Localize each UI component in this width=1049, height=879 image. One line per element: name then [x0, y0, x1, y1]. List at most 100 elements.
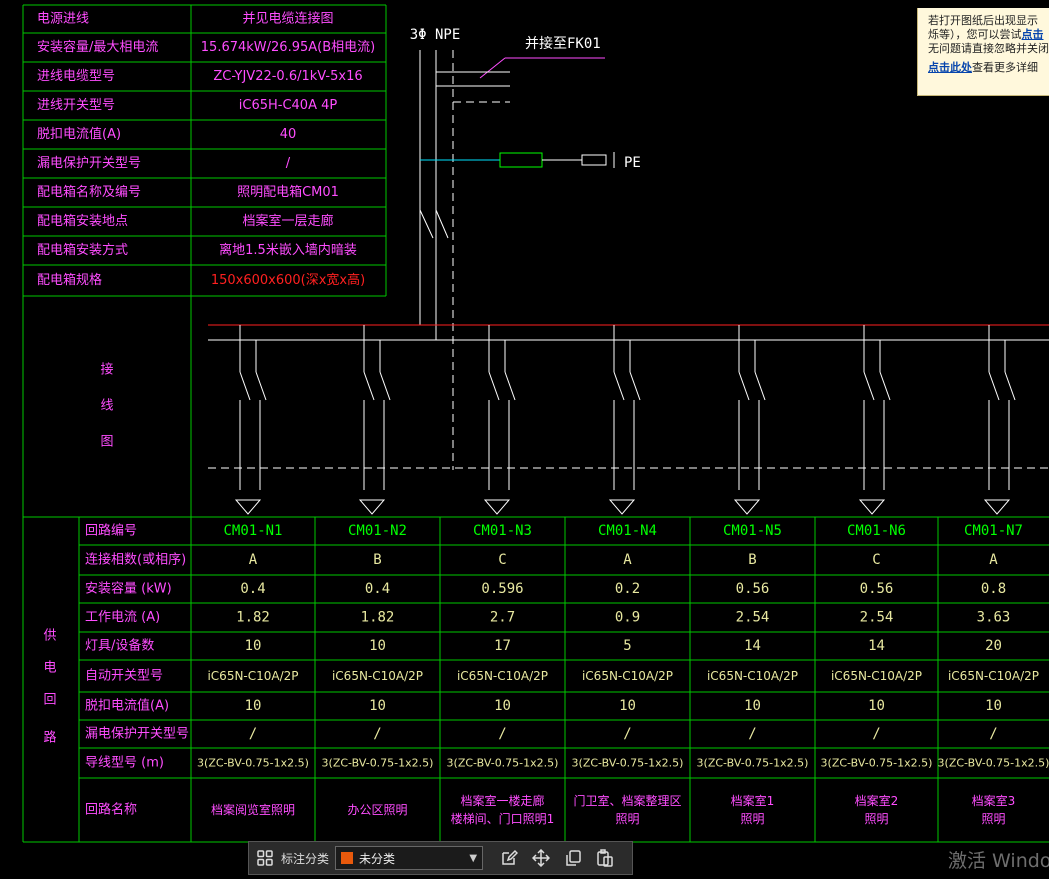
circuit-cell-phase: C [498, 552, 506, 568]
branch-switch-blade [1004, 371, 1016, 401]
circuit-cell-kw: 0.8 [981, 581, 1006, 597]
circuit-name: 办公区照明 [347, 802, 407, 817]
category-select-value: 未分类 [359, 851, 396, 866]
circuit-cell-breaker: iC65N-C10A/2P [457, 669, 548, 683]
circuit-cell-id: CM01-N6 [847, 523, 906, 539]
circuit-cell-phase: B [748, 552, 756, 568]
branch-switch-blade [738, 371, 750, 401]
circuit-name: 照明 [740, 812, 764, 826]
incoming-leader [479, 57, 506, 79]
circuit-row-label: 回路编号 [85, 523, 137, 539]
circuit-row-label: 安装容量 (kW) [85, 581, 172, 597]
main-switch-blade [419, 209, 434, 239]
summary-row-label: 配电箱安装地点 [37, 213, 128, 229]
summary-row-label: 进线电缆型号 [37, 68, 115, 84]
circuit-cell-amp: 1.82 [361, 610, 395, 626]
circuit-cell-wire: 3(ZC-BV-0.75-1x2.5) [197, 757, 309, 770]
circuit-cell-id: CM01-N4 [598, 523, 657, 539]
circuit-name: 档案阅览室照明 [211, 802, 295, 817]
circuit-cell-count: 20 [985, 638, 1002, 654]
summary-row-label: 安装容量/最大相电流 [37, 39, 158, 55]
circuit-cell-count: 14 [744, 638, 761, 654]
circuit-cell-id: CM01-N2 [348, 523, 407, 539]
circuit-row-label: 灯具/设备数 [85, 638, 154, 654]
circuit-cell-kw: 0.56 [860, 581, 894, 597]
main-switch-blade [435, 209, 449, 239]
summary-row-label: 配电箱规格 [37, 272, 102, 288]
tip-details-link[interactable]: 点击此处 [928, 61, 972, 74]
summary-row-value: 15.674kW/26.95A(B相电流) [201, 40, 375, 55]
circuit-cell-wire: 3(ZC-BV-0.75-1x2.5) [821, 757, 933, 770]
branch-switch-blade [488, 371, 500, 401]
outgoing-arrow [733, 499, 761, 515]
circuit-cell-kw: 0.4 [365, 581, 390, 597]
circuit-name: 照明 [864, 812, 888, 826]
circuit-cell-phase: A [249, 552, 258, 568]
circuit-cell-id: CM01-N1 [223, 523, 282, 539]
circuit-cell-amp: 2.54 [860, 610, 894, 626]
outgoing-arrow [608, 499, 636, 515]
grid-icon[interactable] [254, 847, 276, 869]
circuit-cell-count: 10 [369, 638, 386, 654]
circuit-cell-phase: A [989, 552, 998, 568]
tip-line-3: 无问题请直接忽略并关闭 [928, 42, 1049, 55]
circuit-cell-count: 5 [623, 638, 631, 654]
circuit-cell-phase: C [872, 552, 880, 568]
branch-switch-blade [379, 371, 391, 401]
circuit-cell-breaker: iC65N-C10A/2P [332, 669, 423, 683]
summary-row-value: 离地1.5米嵌入墙内暗装 [219, 242, 357, 258]
circuit-row-label: 导线型号 (m) [85, 756, 164, 771]
outgoing-arrow [858, 499, 886, 515]
summary-row-label: 电源进线 [37, 12, 89, 27]
circuit-name: 楼梯间、门口照明1 [451, 811, 555, 826]
incoming-label: 并接至FK01 [525, 35, 601, 52]
circuit-cell-rcd: / [623, 726, 631, 742]
circuit-cell-amp: 3.63 [977, 610, 1011, 626]
circuit-cell-kw: 0.4 [240, 581, 265, 597]
wiring-label-char: 线 [100, 399, 113, 414]
circuit-row-label: 漏电保护开关型号 [85, 726, 189, 742]
outgoing-arrow [358, 499, 386, 515]
circuit-cell-wire: 3(ZC-BV-0.75-1x2.5) [572, 757, 684, 770]
circuit-row-label: 回路名称 [85, 802, 137, 818]
circuit-cell-trip: 10 [245, 698, 262, 714]
chevron-down-icon: ▼ [469, 852, 478, 864]
summary-row-value: iC65H-C40A 4P [239, 98, 338, 113]
circuit-cell-breaker: iC65N-C10A/2P [948, 669, 1039, 683]
annotation-category-label: 标注分类 [281, 851, 330, 866]
circuit-cell-wire: 3(ZC-BV-0.75-1x2.5) [697, 757, 809, 770]
copy-icon[interactable] [562, 847, 584, 869]
circuit-name: 门卫室、档案整理区 [573, 793, 681, 808]
circuit-cell-kw: 0.2 [615, 581, 640, 597]
branch-switch-blade [504, 371, 516, 401]
branch-switch-blade [879, 371, 891, 401]
tip-line-2: 烁等），您可以尝试 [928, 28, 1022, 41]
move-icon[interactable] [530, 847, 552, 869]
edit-icon[interactable] [498, 847, 520, 869]
circuit-name: 档案室3 [972, 793, 1016, 808]
tip-inline-link[interactable]: 点击 [1021, 28, 1044, 41]
circuit-cell-amp: 2.54 [736, 610, 770, 626]
summary-row-value: 40 [280, 127, 297, 142]
category-color-swatch [341, 852, 354, 864]
category-select[interactable]: 未分类 ▼ [335, 846, 484, 870]
outgoing-arrow [234, 499, 262, 515]
tip-line-1: 若打开图纸后出现显示 [928, 14, 1038, 27]
supply-label-char: 路 [43, 730, 56, 746]
rcd-device [499, 152, 543, 168]
wiring-label-char: 图 [100, 435, 113, 450]
branch-switch-blade [988, 371, 1000, 401]
windows-activation-watermark: 激活 Windo [948, 850, 1049, 872]
circuit-cell-rcd: / [872, 726, 880, 742]
circuit-cell-count: 14 [868, 638, 885, 654]
circuit-cell-kw: 0.596 [481, 581, 523, 597]
circuit-cell-wire: 3(ZC-BV-0.75-1x2.5) [938, 757, 1049, 770]
circuit-cell-phase: B [373, 552, 381, 568]
circuit-cell-trip: 10 [985, 698, 1002, 714]
wiring-label-char: 接 [100, 362, 113, 378]
circuit-cell-count: 10 [245, 638, 262, 654]
circuit-cell-breaker: iC65N-C10A/2P [831, 669, 922, 683]
paste-icon[interactable] [594, 847, 616, 869]
circuit-name: 档案室1 [731, 793, 775, 808]
